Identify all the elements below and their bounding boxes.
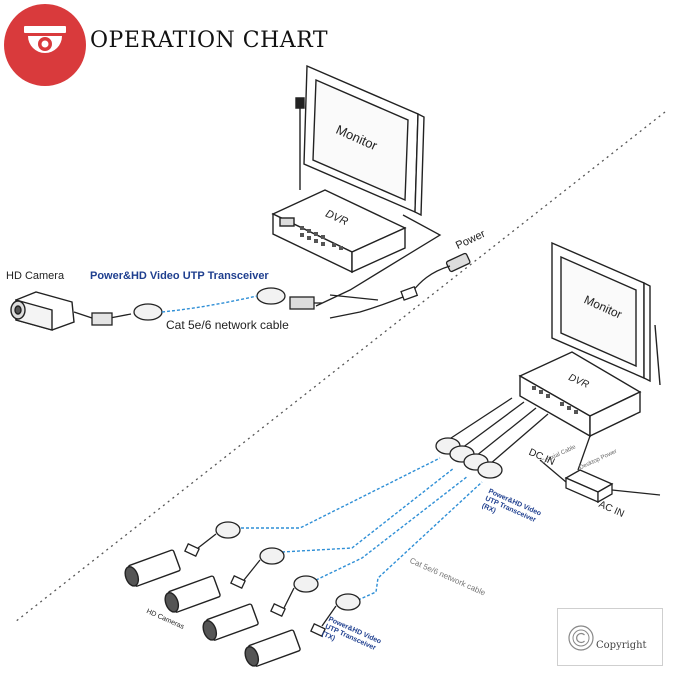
camera-logo	[4, 4, 86, 86]
copyright-badge: Copyright	[557, 608, 663, 666]
bottom-monitor	[551, 241, 661, 386]
top-monitor	[295, 64, 425, 217]
bottom-dvr	[518, 351, 642, 438]
bottom-rx-transceivers	[435, 437, 503, 479]
top-tx-transceiver	[91, 303, 163, 326]
desktop-power-supply	[539, 459, 661, 504]
top-transceiver-label: Power&HD Video UTP Transceiver	[90, 270, 269, 282]
top-power-adapter	[315, 214, 471, 319]
top-dvr	[271, 189, 407, 274]
bottom-tx-transceivers	[215, 521, 361, 611]
camera-leads	[184, 533, 337, 638]
top-network-cable	[161, 295, 258, 313]
dome-camera-icon	[24, 26, 66, 53]
top-hd-camera	[10, 291, 93, 331]
coaxial-leads	[447, 397, 591, 471]
copyright-icon	[568, 625, 594, 651]
top-cable-label: Cat 5e/6 network cable	[166, 318, 289, 332]
top-camera-label: HD Camera	[6, 270, 65, 282]
copyright-label: Copyright	[596, 640, 647, 651]
page-title: OPERATION CHART	[90, 28, 329, 53]
top-rx-transceiver	[256, 287, 322, 310]
bottom-network-cables	[236, 457, 483, 601]
bottom-hd-cameras	[124, 549, 301, 667]
